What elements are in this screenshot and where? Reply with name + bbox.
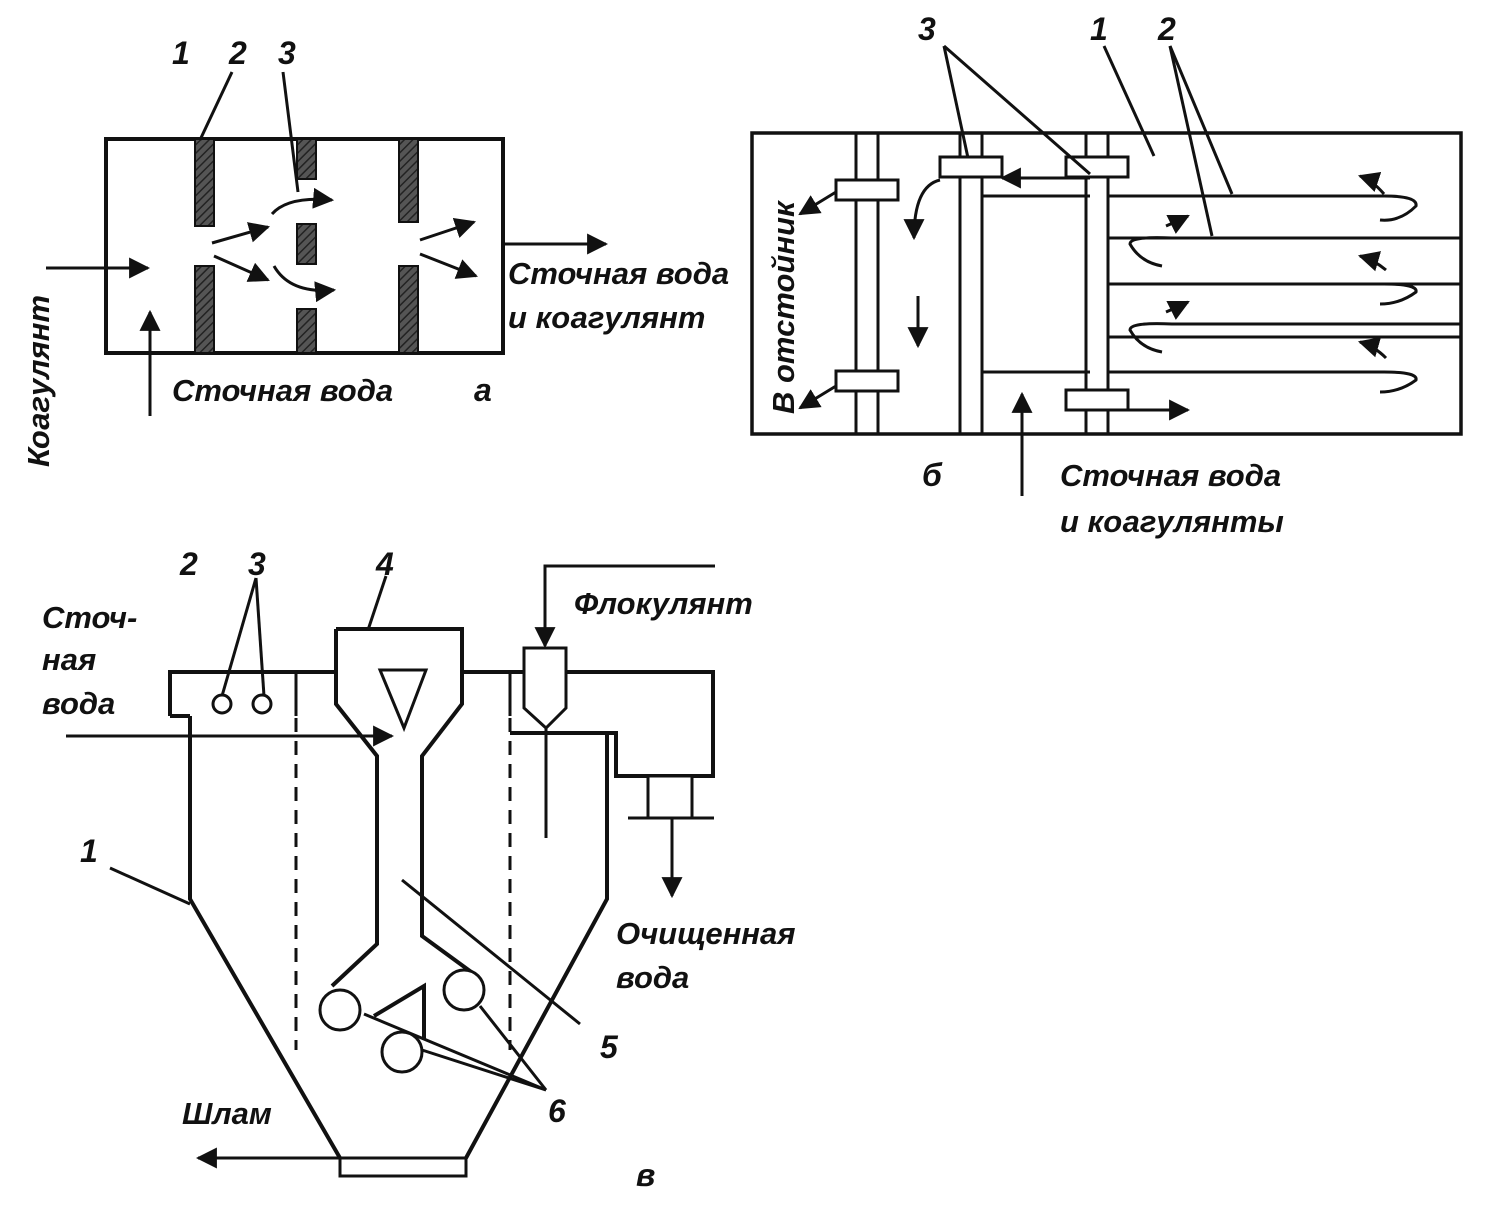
panel-b-loop-arrow bbox=[1165, 300, 1190, 320]
panel-a-flow-arrow bbox=[213, 254, 270, 282]
panel-a-flow-arrow bbox=[211, 222, 271, 245]
panel-b-paddle bbox=[1064, 155, 1130, 179]
panel-v-sludge-label: Шлам bbox=[182, 1096, 272, 1131]
panel-v-number-2: 2 bbox=[179, 546, 198, 582]
panel-b-loop-arrow bbox=[1357, 337, 1388, 360]
panel-v-vessel-right-wall bbox=[464, 733, 609, 1159]
panel-v-flocculant-label: Флокулянт bbox=[574, 586, 753, 621]
panel-b-loop-arrow bbox=[1128, 236, 1461, 268]
panel-a-number-3: 3 bbox=[278, 35, 296, 71]
panel-a-baffle bbox=[296, 138, 317, 180]
panel-a-baffle bbox=[194, 138, 215, 227]
panel-a-flow-arrow bbox=[419, 218, 476, 242]
panel-b-inlet-label: Сточная вода bbox=[1060, 458, 1281, 493]
panel-b-flow-arrow bbox=[903, 178, 941, 241]
panel-b-number-3: 3 bbox=[918, 11, 936, 47]
panel-v-wastewater-label: Сточ- bbox=[42, 600, 137, 635]
panel-b-number-2: 2 bbox=[1157, 11, 1176, 47]
panel-b-letter: б bbox=[922, 457, 943, 493]
panel-v-leader-5 bbox=[401, 878, 581, 1026]
panel-v-inlet-cone bbox=[377, 668, 429, 733]
panel-b-paddle bbox=[834, 178, 900, 202]
panel-b-paddle bbox=[834, 369, 900, 393]
panel-a-flow-arrow bbox=[419, 252, 478, 279]
panel-v-outlet-box bbox=[646, 774, 694, 820]
panel-v-number-1: 1 bbox=[80, 833, 98, 869]
panel-b-to-settler-label: В отстойник bbox=[766, 200, 801, 414]
panel-v-wastewater-label: ная bbox=[42, 642, 96, 677]
panel-v-leader-3 bbox=[220, 577, 258, 697]
panel-b-number-1: 1 bbox=[1090, 11, 1108, 47]
panel-v-leader-6 bbox=[478, 1005, 548, 1091]
panel-v-wastewater-label: вода bbox=[42, 686, 115, 721]
panel-b-leader-2 bbox=[1168, 45, 1214, 237]
panel-v-number-5: 5 bbox=[600, 1029, 619, 1065]
panel-b-leader-1 bbox=[1102, 45, 1156, 157]
panel-v-vessel-left-wall bbox=[168, 670, 336, 716]
panel-v-treated-label: Очищенная bbox=[616, 916, 796, 951]
panel-v-air-circle bbox=[211, 693, 233, 715]
panel-v-leader-6 bbox=[363, 1012, 547, 1092]
panel-a-outlet-label: Сточная вода bbox=[508, 256, 729, 291]
panel-v-mixing-chamber bbox=[330, 627, 476, 988]
panel-b-loop-arrow bbox=[1358, 172, 1386, 195]
panel-b-loop-arrow bbox=[1108, 282, 1418, 306]
panel-v-clarifier: 2 3 4 1 5 6 Сточ- ная вода Флокулянт Очи… bbox=[42, 546, 796, 1193]
panel-v-distributor bbox=[380, 1030, 424, 1074]
panel-a-leader-3 bbox=[281, 71, 300, 193]
panel-a-baffle bbox=[296, 308, 317, 354]
panel-v-number-3: 3 bbox=[248, 546, 266, 582]
panel-v-number-4: 4 bbox=[375, 546, 394, 582]
panel-a-outlet-label: и коагулянт bbox=[508, 300, 705, 335]
panel-v-distributor bbox=[442, 968, 486, 1012]
panel-v-air-circle bbox=[251, 693, 273, 715]
panel-v-mixing-chamber bbox=[372, 982, 426, 1040]
panel-v-treated-label: вода bbox=[616, 960, 689, 995]
panel-b-leader-3 bbox=[943, 44, 1091, 176]
panel-a-flow-arrow bbox=[270, 187, 335, 216]
panel-a-number-1: 1 bbox=[172, 35, 190, 71]
panel-b-loop-arrow bbox=[1165, 214, 1190, 234]
panel-b-leader-3 bbox=[942, 45, 970, 159]
panel-a-flow-arrow bbox=[272, 265, 337, 303]
panel-v-leader-4 bbox=[366, 575, 388, 631]
panel-v-number-6: 6 bbox=[548, 1093, 566, 1129]
panel-a-number-2: 2 bbox=[228, 35, 247, 71]
panel-v-distributor bbox=[318, 988, 362, 1032]
panel-v-vessel-left-wall bbox=[188, 716, 342, 1160]
panel-a-leader-2 bbox=[198, 71, 234, 141]
panel-a-baffle bbox=[194, 265, 215, 354]
panel-b-loop-arrow bbox=[1357, 251, 1387, 272]
panel-b-loop-arrow bbox=[1108, 370, 1418, 394]
panel-a-partition-mixer: 1 2 3 Сточная вода и коагулянт Коагулянт… bbox=[21, 35, 729, 467]
panel-v-leader-1 bbox=[109, 866, 191, 906]
panel-v-flocculant-feed bbox=[534, 564, 715, 649]
panel-v-flocculant-dosing bbox=[522, 646, 568, 731]
panel-a-wastewater-label: Сточная вода bbox=[172, 373, 393, 408]
panel-v-leader-3 bbox=[254, 577, 266, 697]
panel-v-letter: в bbox=[636, 1157, 655, 1193]
panel-b-vertical-mixer: 3 1 2 В отстойник Сточная вода и коагуля… bbox=[750, 11, 1463, 539]
panel-a-baffle bbox=[398, 138, 419, 223]
panel-a-baffle bbox=[296, 223, 317, 265]
panel-a-baffle bbox=[398, 265, 419, 354]
panel-v-sludge-outlet bbox=[338, 1156, 468, 1178]
panel-b-loop-arrow bbox=[1108, 194, 1418, 222]
panel-v-leader-6 bbox=[421, 1048, 547, 1092]
panel-b-paddle bbox=[938, 155, 1004, 179]
panel-a-letter: а bbox=[474, 372, 492, 408]
panel-b-loop-arrow bbox=[1128, 322, 1461, 354]
panel-b-leader-2 bbox=[1168, 45, 1234, 195]
panel-b-flow-arrow bbox=[798, 190, 837, 216]
panel-b-paddle bbox=[1064, 388, 1130, 412]
panel-b-flow-arrow bbox=[798, 384, 837, 410]
panel-a-coagulant-label: Коагулянт bbox=[21, 295, 56, 467]
panel-b-inlet-label: и коагулянты bbox=[1060, 504, 1284, 539]
